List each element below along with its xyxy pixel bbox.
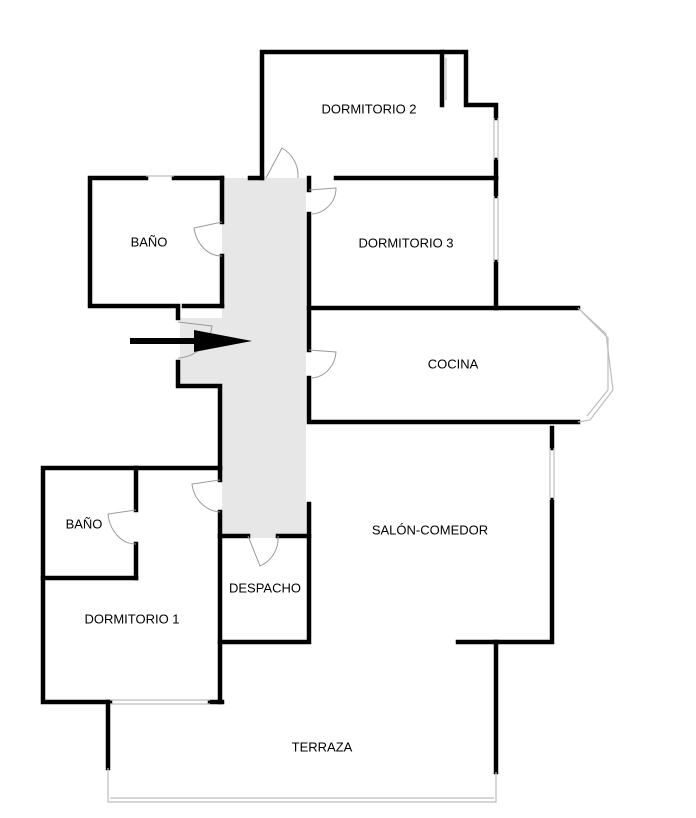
corridor [180,178,306,538]
room-label-dormitorio-1: DORMITORIO 1 [84,611,179,626]
room-label-despacho: DESPACHO [229,580,301,595]
room-label-bano-superior: BAÑO [131,234,168,249]
walls [40,49,581,775]
room-labels: DORMITORIO 2 DORMITORIO 3 BAÑO COCINA BA… [66,101,489,754]
room-label-cocina: COCINA [428,356,479,371]
windows [107,58,614,803]
room-label-dormitorio-2: DORMITORIO 2 [321,101,416,116]
room-label-terraza: TERRAZA [292,739,353,754]
room-label-bano-inferior: BAÑO [66,516,103,531]
room-label-salon-comedor: SALÓN-COMEDOR [372,522,488,537]
entrance-arrow-icon [130,330,252,352]
room-label-dormitorio-3: DORMITORIO 3 [358,235,453,250]
